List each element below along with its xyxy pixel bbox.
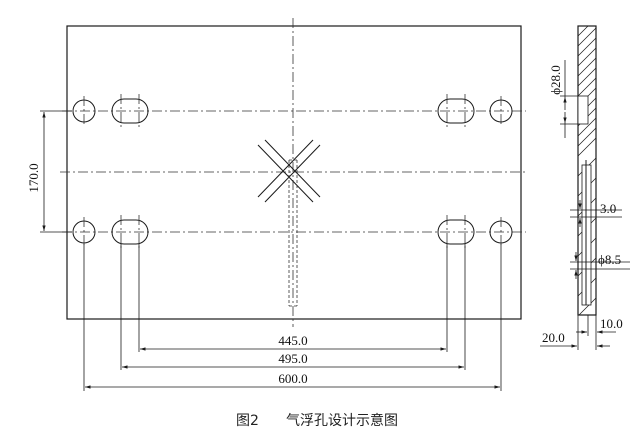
caption-figure-number: 图2 bbox=[236, 413, 259, 429]
dimension-phi28: ϕ28.0 bbox=[548, 60, 578, 138]
dimension-3: 3.0 bbox=[570, 200, 622, 227]
dimension-10: 10.0 bbox=[576, 316, 623, 334]
dimension-600-label: 600.0 bbox=[278, 371, 307, 386]
hidden-air-passage bbox=[288, 159, 298, 307]
caption-title: 气浮孔设计示意图 bbox=[286, 412, 398, 429]
figure-caption: 图2 气浮孔设计示意图 bbox=[236, 412, 398, 429]
slot-bottom-left bbox=[111, 219, 149, 245]
dimension-phi85-label: ϕ8.5 bbox=[598, 252, 621, 267]
side-section-view: ϕ28.0 3.0 ϕ8.5 20.0 bbox=[540, 25, 630, 350]
dimension-170: 170.0 bbox=[26, 110, 72, 233]
slot-bottom-right bbox=[437, 219, 475, 245]
plate-outline bbox=[66, 25, 522, 320]
dimension-20: 20.0 bbox=[540, 330, 610, 348]
dimension-495-label: 495.0 bbox=[278, 351, 307, 366]
dimension-10-label: 10.0 bbox=[600, 316, 623, 331]
slot-top-left bbox=[111, 98, 149, 124]
front-view: 170.0 445.0 495.0 600.0 bbox=[26, 18, 528, 391]
dimension-phi28-label: ϕ28.0 bbox=[548, 65, 563, 95]
dimension-phi85: ϕ8.5 bbox=[570, 252, 630, 279]
section-outline bbox=[577, 25, 597, 316]
counterbore bbox=[577, 95, 589, 125]
dimension-600: 600.0 bbox=[85, 371, 500, 389]
slot-top-right bbox=[437, 98, 475, 124]
dimension-170-label: 170.0 bbox=[26, 163, 41, 192]
dimension-495: 495.0 bbox=[122, 351, 464, 369]
dimension-445-label: 445.0 bbox=[278, 333, 307, 348]
dimension-3-label: 3.0 bbox=[600, 201, 616, 216]
center-cross-mark bbox=[257, 139, 321, 203]
dimension-445: 445.0 bbox=[140, 333, 446, 351]
dimension-20-label: 20.0 bbox=[542, 330, 565, 345]
